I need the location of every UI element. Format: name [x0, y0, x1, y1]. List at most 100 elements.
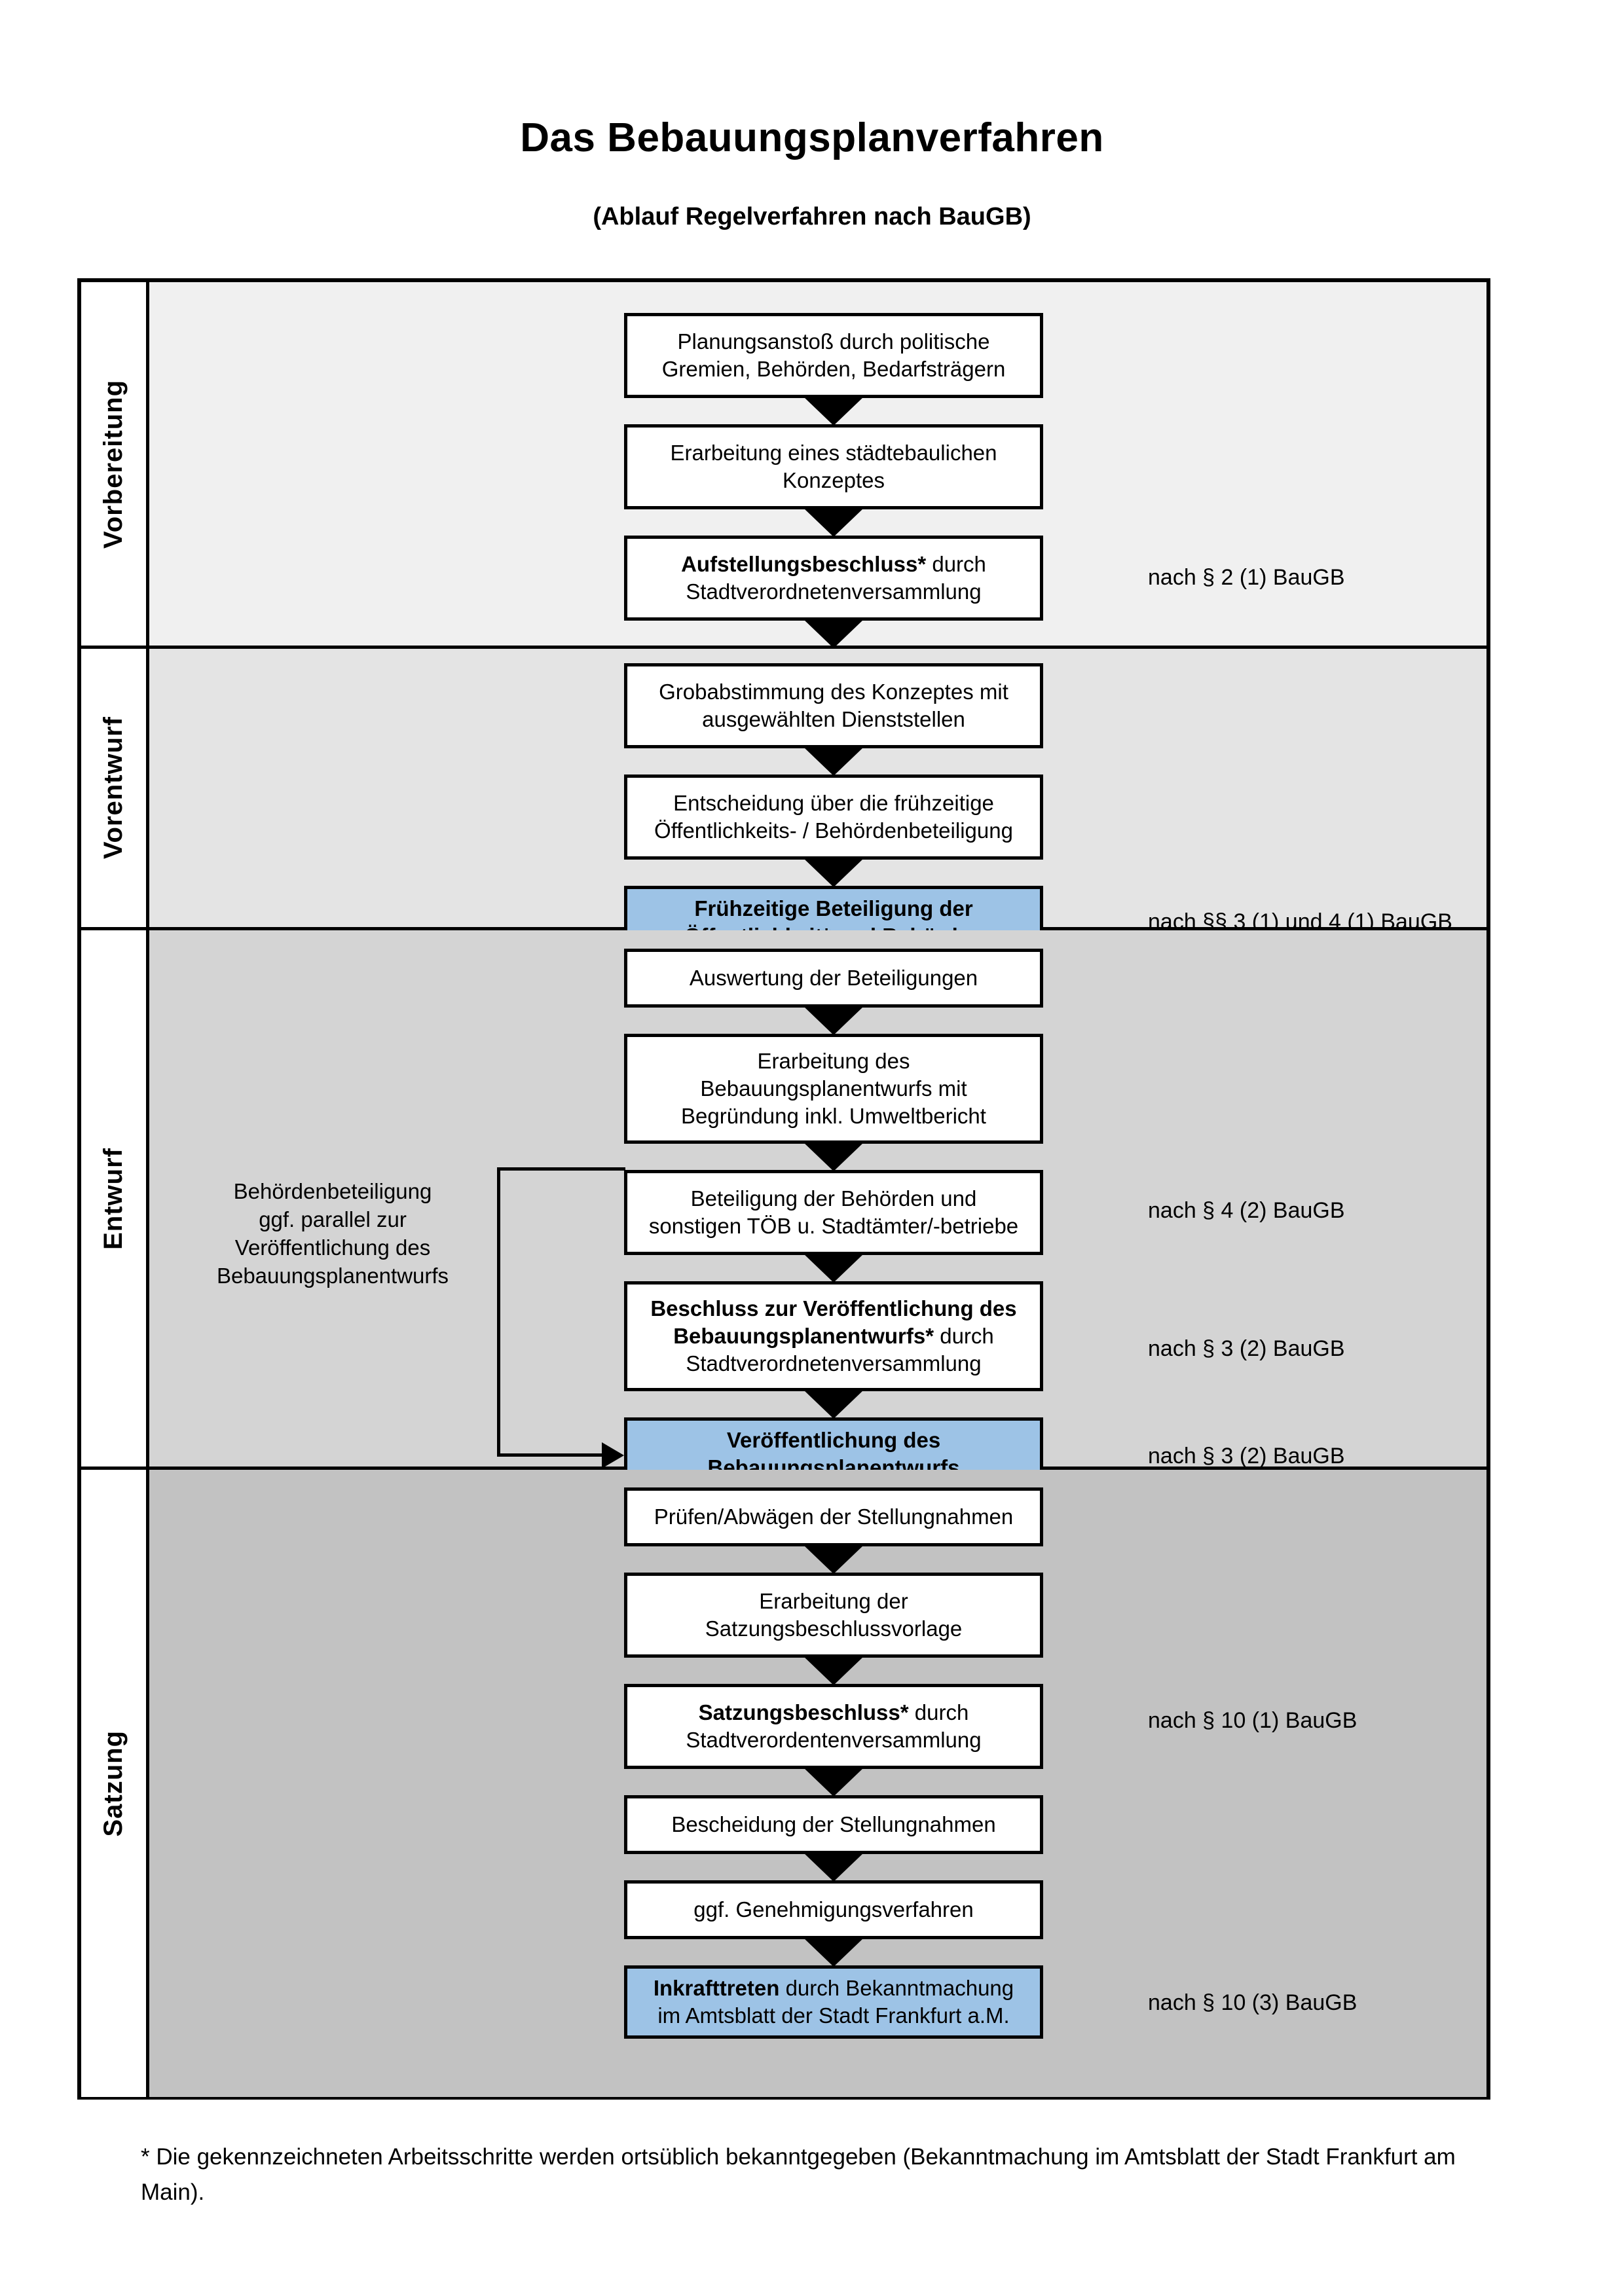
- step-aufstellungsbeschluss[interactable]: Aufstellungsbeschluss* durch Stadtverord…: [624, 536, 1043, 621]
- law-note-7: nach § 10 (3) BauGB: [1148, 1990, 1357, 2015]
- footnote: * Die gekennzeichneten Arbeitsschritte w…: [141, 2140, 1503, 2211]
- phase-label-entwurf: Entwurf: [81, 930, 149, 1467]
- step-inkrafttreten[interactable]: Inkrafttreten durch Bekanntmachung im Am…: [624, 1965, 1043, 2039]
- side-note-line-2: ggf. parallel zur: [259, 1207, 407, 1231]
- flowchart-frame: Vorbereitung Planungsanstoß durch politi…: [77, 278, 1490, 2100]
- page-title: Das Bebauungsplanverfahren: [520, 115, 1104, 160]
- arrow-down-5: [803, 858, 864, 887]
- step-line-1: Prüfen/Abwägen der Stellungnahmen: [654, 1504, 1014, 1529]
- step-auswertung-beteiligungen[interactable]: Auswertung der Beteiligungen: [624, 949, 1043, 1008]
- side-note-line-4: Bebauungsplanentwurfs: [216, 1263, 449, 1288]
- step-line-1: Veröffentlichung des: [726, 1427, 941, 1452]
- arrow-down-3: [803, 619, 864, 648]
- arrow-down-7: [803, 1142, 864, 1171]
- arrow-down-10: [803, 1545, 864, 1574]
- step-line-1: Planungsanstoß durch politische: [677, 329, 990, 354]
- connector-vertical-segment: [497, 1167, 500, 1457]
- step-line-2: sonstigen TÖB u. Stadtämter/-betriebe: [648, 1214, 1019, 1238]
- step-line-1-bold: Satzungsbeschluss*: [698, 1700, 909, 1724]
- phase-body-satzung: Prüfen/Abwägen der Stellungnahmen Erarbe…: [149, 1470, 1486, 2097]
- arrow-down-6: [803, 1006, 864, 1035]
- law-note-5: nach § 3 (2) BauGB: [1148, 1444, 1345, 1468]
- arrow-down-14: [803, 1938, 864, 1967]
- connector-arrowhead-icon: [602, 1442, 624, 1468]
- step-staedtebauliches-konzept[interactable]: Erarbeitung eines städtebaulichen Konzep…: [624, 424, 1043, 509]
- law-note-2: nach §§ 3 (1) und 4 (1) BauGB: [1148, 909, 1452, 934]
- step-line-1: ggf. Genehmigungsverfahren: [693, 1897, 974, 1922]
- phase-vorbereitung: Vorbereitung Planungsanstoß durch politi…: [81, 282, 1486, 649]
- connector-bottom-segment: [497, 1453, 602, 1457]
- step-line-1: Beteiligung der Behörden und: [690, 1186, 977, 1211]
- step-grobabstimmung[interactable]: Grobabstimmung des Konzeptes mit ausgewä…: [624, 663, 1043, 748]
- step-line-1: Bescheidung der Stellungnahmen: [671, 1812, 996, 1836]
- step-line-1-bold: Beschluss zur Veröffentlichung des: [650, 1296, 1017, 1321]
- footnote-line-1: * Die gekennzeichneten Arbeitsschritte w…: [141, 2144, 1320, 2170]
- phase-body-vorbereitung: Planungsanstoß durch politische Gremien,…: [149, 282, 1486, 648]
- law-note-4: nach § 3 (2) BauGB: [1148, 1336, 1345, 1361]
- phase-label-text: Entwurf: [99, 1147, 128, 1250]
- phase-label-vorbereitung: Vorbereitung: [81, 282, 149, 646]
- page-subtitle: (Ablauf Regelverfahren nach BauGB): [593, 203, 1031, 230]
- step-line-1: Frühzeitige Beteiligung der: [694, 896, 973, 920]
- arrow-down-2: [803, 508, 864, 537]
- step-line-2: Stadtverordentenversammlung: [686, 1728, 982, 1752]
- arrow-down-8: [803, 1254, 864, 1283]
- step-line-2: Stadtverordnetenversammlung: [686, 579, 982, 604]
- step-line-2: ausgewählten Dienststellen: [702, 707, 965, 731]
- step-erarbeitung-satzungsvorlage[interactable]: Erarbeitung der Satzungsbeschlussvorlage: [624, 1573, 1043, 1658]
- step-line-1-rest: durch Bekanntmachung: [779, 1975, 1014, 2000]
- phase-satzung: Satzung Prüfen/Abwägen der Stellungnahme…: [81, 1470, 1486, 2097]
- step-line-2: Bebauungsplanentwurfs mit: [700, 1076, 967, 1101]
- arrow-down-11: [803, 1656, 864, 1685]
- step-line-2: Gremien, Behörden, Bedarfsträgern: [661, 357, 1006, 381]
- phase-entwurf: Entwurf Auswertung der Beteiligungen Era…: [81, 930, 1486, 1491]
- step-line-2-rest: durch: [934, 1323, 994, 1348]
- step-line-1-rest: durch: [926, 551, 986, 576]
- arrow-down-9: [803, 1390, 864, 1419]
- step-bescheidung-stellungnahmen[interactable]: Bescheidung der Stellungnahmen: [624, 1795, 1043, 1854]
- phase-label-vorentwurf: Vorentwurf: [81, 649, 149, 927]
- phase-label-text: Vorbereitung: [99, 379, 128, 549]
- side-note-line-1: Behördenbeteiligung: [233, 1179, 432, 1203]
- side-note-behoerdenbeteiligung: Behördenbeteiligung ggf. parallel zur Ve…: [189, 1178, 477, 1290]
- step-line-2: Konzeptes: [783, 468, 885, 492]
- step-line-1-bold: Aufstellungsbeschluss*: [681, 551, 927, 576]
- step-line-1: Erarbeitung des: [757, 1048, 910, 1073]
- law-note-6: nach § 10 (1) BauGB: [1148, 1708, 1357, 1733]
- side-note-line-3: Veröffentlichung des: [234, 1235, 431, 1260]
- step-pruefen-abwaegen[interactable]: Prüfen/Abwägen der Stellungnahmen: [624, 1487, 1043, 1546]
- step-erarbeitung-bplanentwurf[interactable]: Erarbeitung des Bebauungsplanentwurfs mi…: [624, 1034, 1043, 1144]
- step-beschluss-veroeffentlichung[interactable]: Beschluss zur Veröffentlichung des Bebau…: [624, 1281, 1043, 1391]
- arrow-down-4: [803, 747, 864, 776]
- phase-vorentwurf: Vorentwurf Grobabstimmung des Konzeptes …: [81, 649, 1486, 959]
- step-line-1: Grobabstimmung des Konzeptes mit: [659, 679, 1008, 704]
- phase-label-text: Vorentwurf: [99, 716, 128, 860]
- step-entscheidung-fruehzeitige[interactable]: Entscheidung über die frühzeitige Öffent…: [624, 774, 1043, 860]
- step-line-1-rest: durch: [908, 1700, 969, 1724]
- connector-top-segment: [497, 1167, 625, 1171]
- step-line-1: Entscheidung über die frühzeitige: [673, 790, 994, 815]
- step-line-3: Stadtverordnetenversammlung: [686, 1351, 982, 1376]
- step-line-1-bold: Inkrafttreten: [653, 1975, 780, 2000]
- step-beteiligung-behoerden-toeb[interactable]: Beteiligung der Behörden und sonstigen T…: [624, 1170, 1043, 1255]
- phase-label-text: Satzung: [99, 1730, 128, 1837]
- law-note-1: nach § 2 (1) BauGB: [1148, 565, 1345, 590]
- law-note-3: nach § 4 (2) BauGB: [1148, 1198, 1345, 1223]
- step-line-1: Erarbeitung der: [759, 1588, 908, 1613]
- phase-label-satzung: Satzung: [81, 1470, 149, 2097]
- step-line-3: Begründung inkl. Umweltbericht: [681, 1104, 986, 1129]
- phase-body-entwurf: Auswertung der Beteiligungen Erarbeitung…: [149, 930, 1486, 1491]
- step-line-2: Satzungsbeschlussvorlage: [705, 1616, 963, 1641]
- arrow-down-13: [803, 1853, 864, 1882]
- step-line-2: im Amtsblatt der Stadt Frankfurt a.M.: [657, 2003, 1010, 2028]
- arrow-down-1: [803, 397, 864, 426]
- step-line-1: Auswertung der Beteiligungen: [689, 965, 978, 990]
- step-line-1: Erarbeitung eines städtebaulichen: [670, 440, 997, 465]
- step-planungsanstoss[interactable]: Planungsanstoß durch politische Gremien,…: [624, 313, 1043, 398]
- arrow-down-12: [803, 1768, 864, 1796]
- footnote-line-2: Frankfurt am Main).: [141, 2144, 1456, 2206]
- step-genehmigungsverfahren[interactable]: ggf. Genehmigungsverfahren: [624, 1880, 1043, 1939]
- step-satzungsbeschluss[interactable]: Satzungsbeschluss* durch Stadtverordente…: [624, 1684, 1043, 1769]
- phase-body-vorentwurf: Grobabstimmung des Konzeptes mit ausgewä…: [149, 649, 1486, 959]
